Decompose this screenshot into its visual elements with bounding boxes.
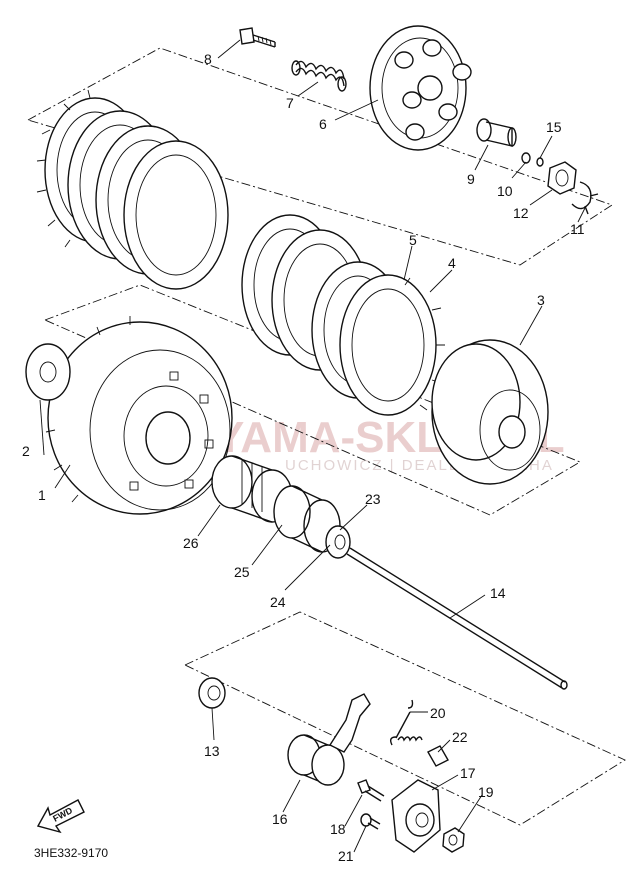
callout-15: 15: [546, 119, 562, 135]
push-rod-14[interactable]: [346, 547, 568, 690]
callout-11: 11: [570, 221, 585, 237]
oil-seal-13[interactable]: [198, 677, 226, 709]
upper-plate-stack[interactable]: [36, 89, 229, 290]
callout-2: 2: [22, 443, 30, 459]
callout-3: 3: [537, 292, 545, 308]
o-ring-15[interactable]: [536, 157, 544, 167]
bolt-8[interactable]: [239, 27, 276, 48]
clutch-boss-3[interactable]: [431, 339, 549, 485]
callout-26: 26: [183, 535, 199, 551]
callout-9: 9: [467, 171, 475, 187]
callout-16: 16: [272, 811, 288, 827]
middle-assembly-panel: [43, 284, 582, 516]
screw-21[interactable]: [360, 813, 381, 830]
callout-14: 14: [490, 585, 506, 601]
callout-21: 21: [338, 848, 354, 864]
callout-13: 13: [204, 743, 220, 759]
callout-20: 20: [430, 705, 446, 721]
pin-22[interactable]: [427, 745, 449, 767]
washer-23[interactable]: [325, 525, 351, 559]
push-rod-9[interactable]: [476, 118, 517, 147]
pressure-plate-6[interactable]: [369, 25, 472, 151]
callout-5: 5: [409, 232, 417, 248]
spring-20[interactable]: [389, 699, 423, 746]
leader-lines: [39, 39, 586, 853]
callout-6: 6: [319, 116, 327, 132]
clutch-housing-1[interactable]: [45, 316, 233, 515]
callout-numbers: 8 7 6 9 10 15 12 11 5 4 3 2 1 26 25 24 2…: [22, 51, 585, 864]
nut-12[interactable]: [547, 161, 577, 195]
callout-10: 10: [497, 183, 513, 199]
clutch-plate-4[interactable]: [339, 274, 445, 416]
callout-23: 23: [365, 491, 381, 507]
spring-7[interactable]: [291, 60, 347, 92]
callout-12: 12: [513, 205, 529, 221]
upper-assembly-panel: [26, 47, 614, 266]
washer-10[interactable]: [521, 152, 531, 164]
thrust-washer-2[interactable]: [25, 343, 71, 401]
drawing-code: 3HE332-9170: [34, 846, 108, 860]
lower-assembly-panel: [183, 611, 626, 826]
callout-25: 25: [234, 564, 250, 580]
callout-7: 7: [286, 95, 294, 111]
callout-24: 24: [270, 594, 286, 610]
nut-19[interactable]: [442, 827, 465, 853]
callout-17: 17: [460, 765, 476, 781]
lock-washer-11[interactable]: [571, 181, 599, 215]
bolt-18[interactable]: [357, 779, 385, 802]
callout-22: 22: [452, 729, 468, 745]
callout-8: 8: [204, 51, 212, 67]
bracket-17[interactable]: [391, 779, 441, 853]
callout-18: 18: [330, 821, 346, 837]
push-lever-16[interactable]: [287, 693, 371, 786]
callout-19: 19: [478, 784, 494, 800]
spacer-25[interactable]: [273, 485, 341, 553]
fwd-arrow: FWD: [36, 799, 85, 834]
callout-4: 4: [448, 255, 456, 271]
needle-bearing-26[interactable]: [211, 455, 293, 523]
callout-1: 1: [38, 487, 46, 503]
